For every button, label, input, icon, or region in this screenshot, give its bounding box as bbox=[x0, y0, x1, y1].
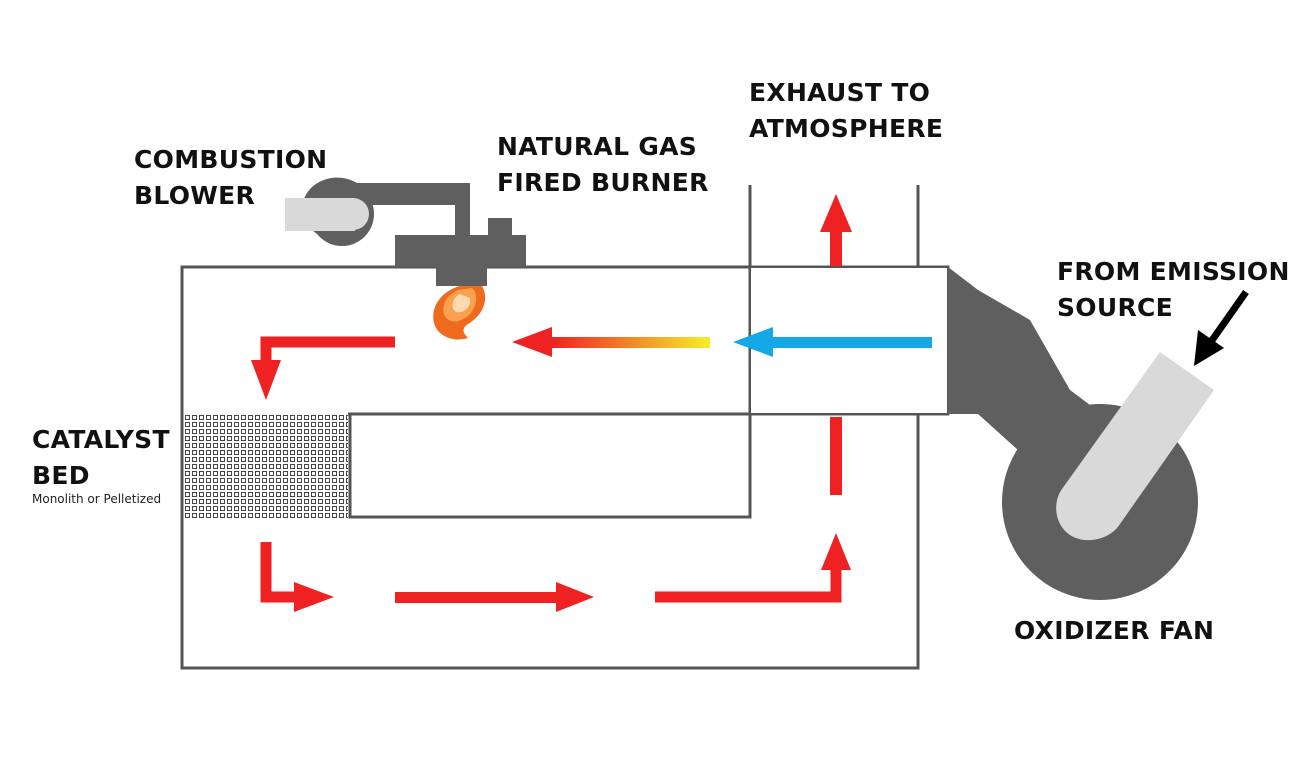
catalyst-bed-label-line2: BED bbox=[32, 461, 90, 490]
hot-flow-arrow-down bbox=[251, 336, 395, 400]
exhaust-label-line2: ATMOSPHERE bbox=[749, 114, 944, 143]
heating-flow-arrow bbox=[512, 327, 710, 357]
oxidizer-fan-label: OXIDIZER FAN bbox=[1014, 616, 1215, 645]
exhaust-label-line1: EXHAUST TO bbox=[749, 78, 931, 107]
combustion-blower bbox=[285, 177, 470, 246]
catalyst-bed bbox=[184, 414, 348, 518]
emission-source-duct bbox=[1056, 352, 1214, 541]
bed-exit-flow-arrow bbox=[260, 542, 334, 612]
inlet-flow-arrow bbox=[733, 327, 932, 357]
exhaust-flow-arrow bbox=[820, 194, 852, 266]
burner bbox=[395, 218, 526, 286]
flow-arrows bbox=[251, 194, 932, 612]
exhaust-stack bbox=[748, 185, 920, 267]
combustion-blower-label-line2: BLOWER bbox=[134, 181, 256, 210]
combustion-blower-label-line1: COMBUSTION bbox=[134, 145, 328, 174]
catalyst-bed-sublabel: Monolith or Pelletized bbox=[32, 492, 162, 506]
return-flow-arrow-up bbox=[655, 533, 851, 603]
burner-label-line1: NATURAL GAS bbox=[497, 132, 698, 161]
burner-label-line2: FIRED BURNER bbox=[497, 168, 709, 197]
emission-source-label-line2: SOURCE bbox=[1057, 293, 1174, 322]
emission-source-label: FROM EMISSION SOURCE bbox=[1057, 254, 1290, 326]
flame-icon bbox=[433, 286, 486, 340]
emission-arrow bbox=[1194, 289, 1249, 366]
riser-flow-segment bbox=[830, 417, 842, 495]
catalyst-bed-label: CATALYST BED bbox=[32, 422, 170, 494]
emission-source-label-line1: FROM EMISSION bbox=[1057, 257, 1290, 286]
catalyst-bed-label-line1: CATALYST bbox=[32, 425, 170, 454]
bottom-flow-arrow bbox=[395, 582, 594, 612]
burner-label: NATURAL GAS FIRED BURNER bbox=[497, 129, 709, 201]
exhaust-label: EXHAUST TO ATMOSPHERE bbox=[749, 75, 943, 147]
combustion-blower-label: COMBUSTION BLOWER bbox=[134, 142, 327, 214]
